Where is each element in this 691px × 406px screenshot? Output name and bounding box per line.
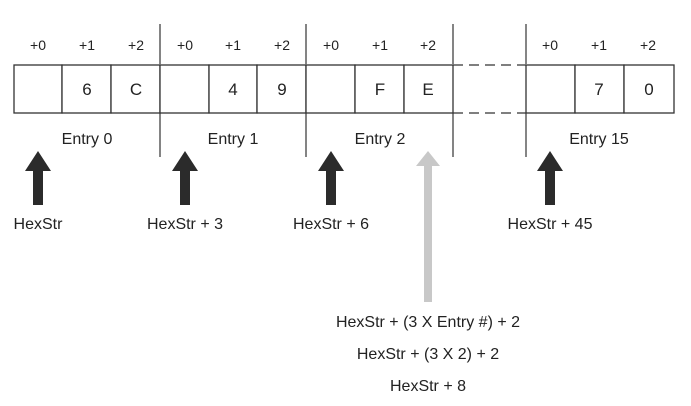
entry-labels: Entry 0 Entry 1 Entry 2 Entry 15	[62, 131, 629, 148]
cell-value: F	[375, 80, 385, 99]
cell-value: 9	[277, 80, 286, 99]
entry-label: Entry 0	[62, 131, 113, 148]
offset-label: +2	[420, 37, 436, 53]
gap-connectors	[453, 64, 526, 114]
entry-label: Entry 15	[569, 131, 629, 148]
cell-value: C	[130, 80, 142, 99]
calculation-line: HexStr + (3 X 2) + 2	[357, 346, 499, 363]
up-arrow-icon	[318, 151, 344, 205]
cell-value: 7	[594, 80, 603, 99]
memory-cell	[623, 64, 675, 114]
offset-label: +1	[591, 37, 607, 53]
memory-cell	[525, 64, 576, 114]
up-arrow-icon	[172, 151, 198, 205]
pointer-arrows	[25, 151, 563, 205]
memory-cell	[574, 64, 625, 114]
memory-cell	[110, 64, 161, 114]
offset-label: +0	[177, 37, 193, 53]
memory-cell	[61, 64, 112, 114]
calculation-line: HexStr + (3 X Entry #) + 2	[336, 314, 520, 331]
pointer-labels: HexStr HexStr + 3 HexStr + 6 HexStr + 45	[14, 216, 593, 233]
offset-label: +0	[542, 37, 558, 53]
cell-value: 0	[644, 80, 653, 99]
memory-cell	[13, 64, 63, 114]
offset-label: +1	[79, 37, 95, 53]
entry-separators	[159, 24, 527, 157]
pointer-label: HexStr + 3	[147, 216, 223, 233]
offset-label: +2	[274, 37, 290, 53]
pointer-label: HexStr + 6	[293, 216, 369, 233]
offset-label: +1	[372, 37, 388, 53]
calculation-line: HexStr + 8	[390, 378, 466, 395]
entry-label: Entry 2	[355, 131, 406, 148]
highlight-up-arrow-icon	[416, 151, 440, 302]
offset-header: +0 +1 +2 +0 +1 +2 +0 +1 +2 +0 +1 +2	[30, 37, 656, 53]
memory-cell	[159, 64, 210, 114]
pointer-label: HexStr + 45	[508, 216, 593, 233]
offset-label: +0	[30, 37, 46, 53]
cell-value: 6	[82, 80, 91, 99]
cell-value: E	[422, 80, 433, 99]
cell-value: 4	[228, 80, 237, 99]
offset-label: +1	[225, 37, 241, 53]
offset-label: +2	[128, 37, 144, 53]
address-calculation: HexStr + (3 X Entry #) + 2 HexStr + (3 X…	[336, 314, 520, 395]
up-arrow-icon	[25, 151, 51, 205]
entry-label: Entry 1	[208, 131, 259, 148]
memory-cell	[305, 64, 356, 114]
offset-label: +0	[323, 37, 339, 53]
memory-cell	[403, 64, 454, 114]
pointer-label: HexStr	[14, 216, 64, 233]
offset-label: +2	[640, 37, 656, 53]
cell-values: 6 C 4 9 F E 7 0	[82, 80, 653, 99]
up-arrow-icon	[537, 151, 563, 205]
memory-cells	[13, 64, 675, 114]
